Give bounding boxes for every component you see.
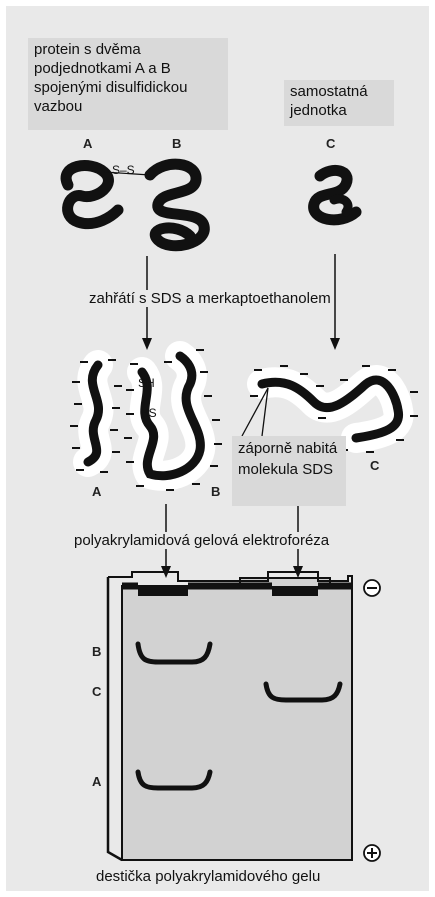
hs-label: HS [140,406,157,420]
subunit-b-native [150,164,204,246]
protein-label: protein s dvěma podjednotkami A a B spoj… [28,38,228,130]
subunit-a-native [66,166,118,224]
band-label-b: B [92,644,101,659]
single-unit-label-text: samostatná jednotka [290,83,368,119]
single-unit-label: samostatná jednotka [284,80,394,126]
sds-label: záporně nabitá molekula SDS [232,436,346,506]
letter-b-mid: B [211,484,220,499]
band-label-a: A [92,774,101,789]
plus-electrode-icon [364,845,380,861]
letter-a-mid: A [92,484,101,499]
gel-caption: destička polyakrylamidového gelu [96,868,320,885]
letter-c-mid: C [370,458,379,473]
letter-c-top: C [326,136,335,151]
step-heat-label: zahřátí s SDS a merkaptoethanolem [86,290,334,307]
gel-slab [108,572,352,860]
band-label-c: C [92,684,101,699]
protein-label-text: protein s dvěma podjednotkami A a B spoj… [34,41,187,115]
disulfide-label: S–S [112,163,135,177]
step-electrophoresis-label: polyakrylamidová gelová elektroforéza [72,532,331,549]
sh-label: SH [138,376,155,390]
minus-electrode-icon [364,580,380,596]
letter-a-top: A [83,136,92,151]
letter-b-top: B [172,136,181,151]
sds-label-text: záporně nabitá molekula SDS [238,440,337,478]
subunit-c-native [314,170,356,219]
